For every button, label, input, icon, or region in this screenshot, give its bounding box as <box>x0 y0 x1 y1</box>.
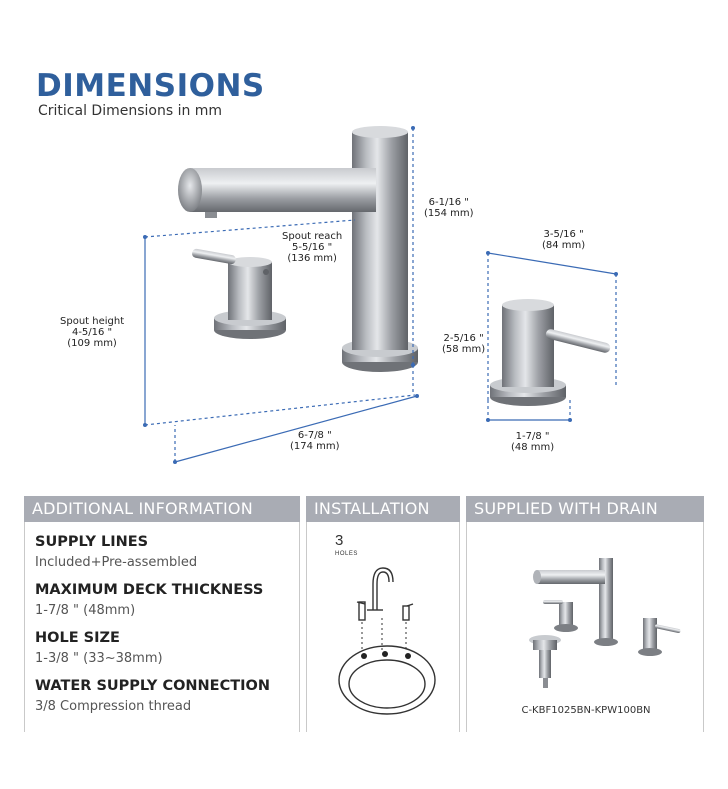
dimension-lines <box>144 128 617 463</box>
right-handle-image <box>490 299 611 406</box>
page-title: DIMENSIONS <box>36 68 265 104</box>
dimension-diagram <box>143 126 618 464</box>
deck-thickness-label: MAXIMUM DECK THICKNESS <box>35 582 264 598</box>
drain-model-number: C-KBF1025BN-KPW100BN <box>521 705 651 716</box>
dim-overall-width: 6-7/8 " (174 mm) <box>290 430 340 452</box>
dim-handle-height: 2-5/16 " (58 mm) <box>442 333 486 355</box>
dim-spout-reach: Spout reach 5-5/16 " (136 mm) <box>282 231 343 264</box>
supply-lines-value: Included+Pre-assembled <box>35 555 198 570</box>
drain-faucet-image <box>529 558 681 688</box>
water-supply-value: 3/8 Compression thread <box>35 699 192 714</box>
holes-label: HOLES <box>335 551 358 557</box>
installation-diagram-icon <box>338 567 436 715</box>
additional-info-header: ADDITIONAL INFORMATION <box>24 496 300 522</box>
spout-faucet-image <box>178 126 418 372</box>
supply-lines-label: SUPPLY LINES <box>35 534 149 550</box>
dim-overall-height: 6-1/16 " (154 mm) <box>424 197 474 219</box>
dim-handle-width: 3-5/16 " (84 mm) <box>542 229 586 251</box>
water-supply-label: WATER SUPPLY CONNECTION <box>35 678 270 694</box>
hole-size-value: 1-3/8 " (33~38mm) <box>35 651 163 666</box>
additional-info-panel: SUPPLY LINES Included+Pre-assembled MAXI… <box>24 522 300 732</box>
hole-size-label: HOLE SIZE <box>35 630 120 646</box>
drain-panel: C-KBF1025BN-KPW100BN <box>466 522 704 732</box>
left-handle-image <box>192 248 286 339</box>
dim-handle-base: 1-7/8 " (48 mm) <box>511 431 555 453</box>
deck-thickness-value: 1-7/8 " (48mm) <box>35 603 136 618</box>
dim-spout-height: Spout height 4-5/16 " (109 mm) <box>60 316 125 349</box>
page-subtitle: Critical Dimensions in mm <box>38 103 223 119</box>
holes-count: 3 <box>335 532 344 549</box>
installation-panel: 3 HOLES <box>306 522 460 732</box>
drain-header: SUPPLIED WITH DRAIN <box>466 496 704 522</box>
installation-header: INSTALLATION <box>306 496 460 522</box>
